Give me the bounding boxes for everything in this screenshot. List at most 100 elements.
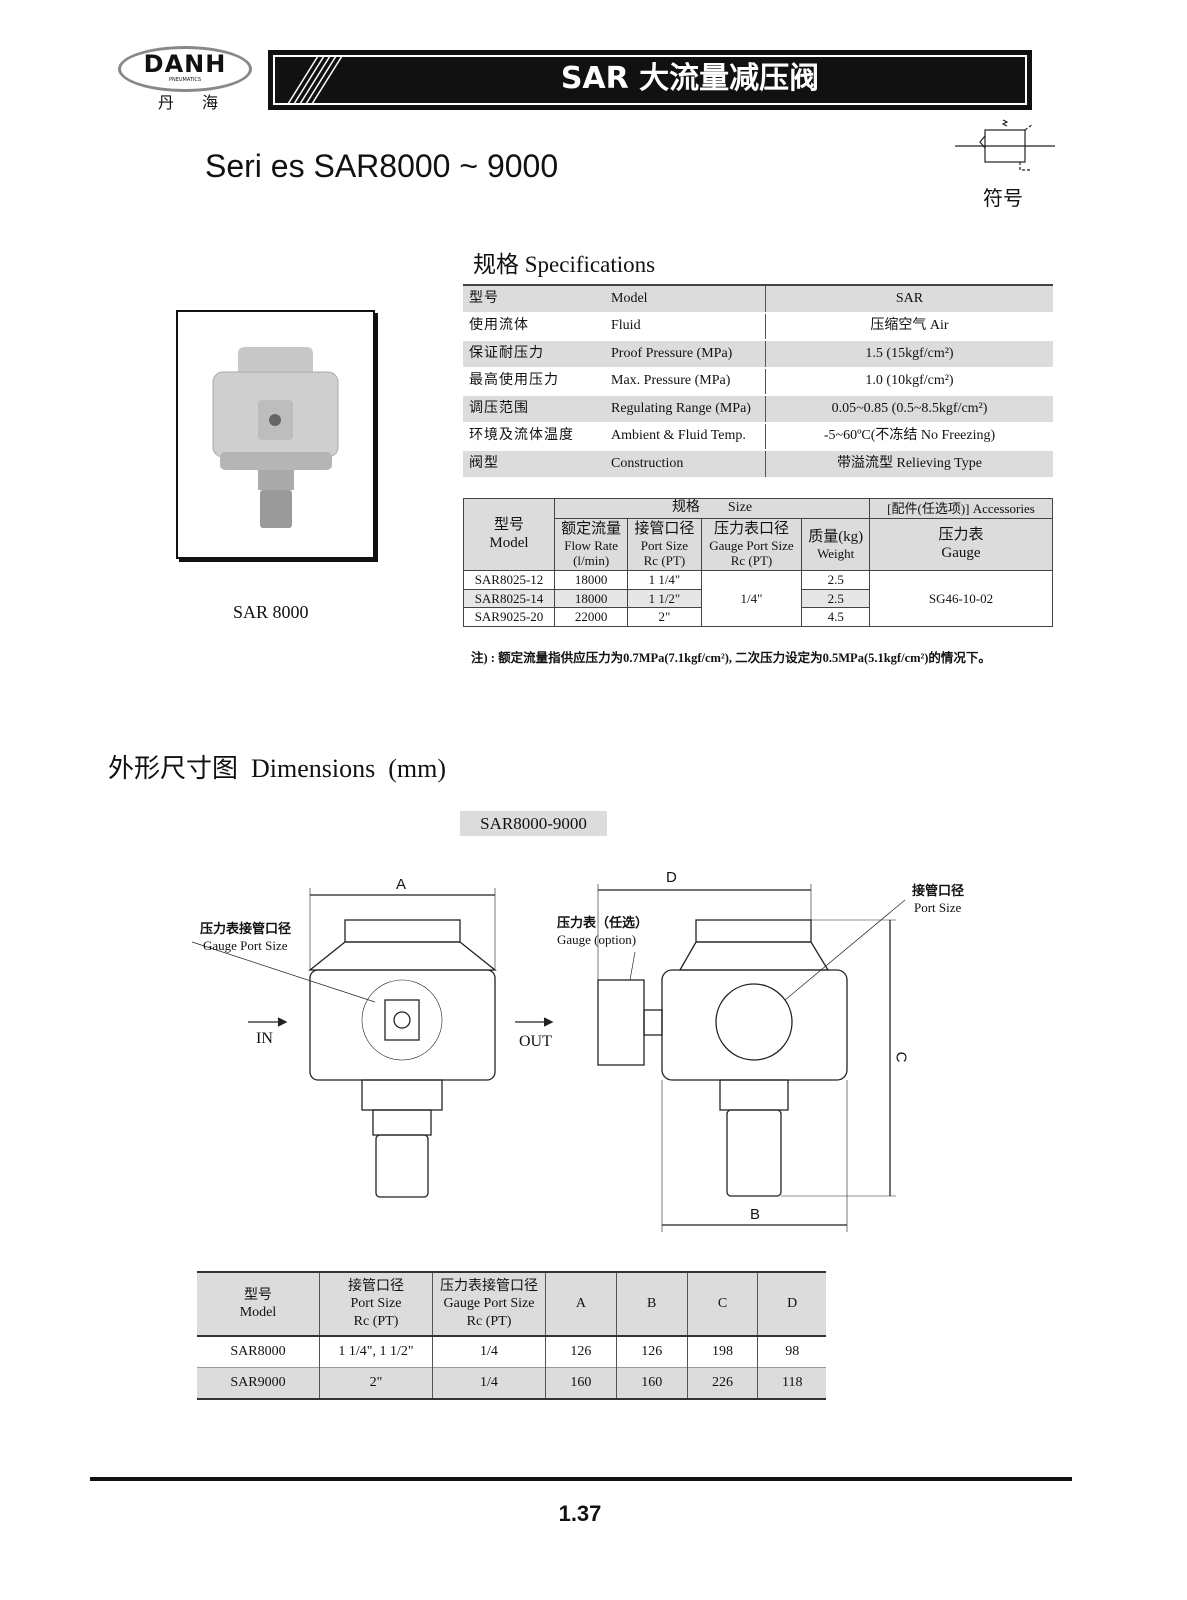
cell: 126 [545, 1336, 617, 1368]
header-cell: A [545, 1272, 617, 1337]
page-number: 1.37 [558, 1501, 602, 1526]
cell: 压缩空气 Air [765, 312, 1053, 341]
dim-label-d: D [666, 869, 677, 886]
cell: 1/4" [700, 569, 803, 627]
header-cell: Model [489, 535, 529, 552]
header-cell: 型号 [493, 517, 524, 534]
title-banner: SAR 大流量减压阀 [268, 50, 1032, 110]
cell: Construction [605, 450, 766, 479]
cell: Regulating Range (MPa) [605, 395, 766, 424]
footer-rule [90, 1477, 1072, 1481]
regulator-image [212, 347, 339, 528]
logo: DANH PNEUMATICS 丹 海 [118, 46, 254, 116]
cell: 1 1/4", 1 1/2" [319, 1336, 433, 1368]
label-in: IN [256, 1030, 273, 1047]
stripes-decoration [287, 56, 343, 104]
cell: Fluid [605, 312, 766, 341]
header-cell: 压力表口径 [713, 520, 789, 537]
header-cell: Rc (PT) [466, 1313, 512, 1329]
cell: 1 1/4" [627, 569, 702, 590]
cell: 最高使用压力 [463, 367, 605, 396]
regulator-symbol-icon [955, 119, 1055, 171]
cell: 型号 [463, 285, 605, 314]
cell: SAR9025-20 [463, 607, 555, 627]
label-out: OUT [519, 1033, 552, 1050]
header-cell: C [686, 1272, 758, 1337]
header-cell: 压力表接管口径 [440, 1278, 538, 1294]
footnote: 注) : 额定流量指供应压力为0.7MPa(7.1kgf/cm²), 二次压力设… [471, 651, 991, 665]
label-port-en: Port Size [914, 900, 962, 915]
logo-text: DANH [143, 50, 227, 78]
header-cell: B [615, 1272, 688, 1337]
dim-label-a: A [396, 876, 407, 893]
logo-subtitle: PNEUMATICS [168, 77, 202, 83]
cell: 2.5 [801, 588, 870, 609]
cell: SG46-10-02 [869, 569, 1053, 627]
cell: 1.5 (15kgf/cm²) [765, 340, 1053, 369]
cell: 带溢流型 Relieving Type [765, 450, 1053, 479]
cell: 1/4 [432, 1336, 546, 1368]
cell: SAR8025-14 [463, 588, 555, 609]
cell: 118 [757, 1367, 826, 1399]
cell: 126 [615, 1336, 688, 1368]
cell: 环境及流体温度 [463, 422, 605, 451]
header-cell: Rc (PT) [643, 553, 686, 569]
cell: 阀型 [463, 450, 605, 479]
gauge-option-label: 压力表（任选） Gauge (option) [557, 914, 648, 948]
header-cell: Port Size [350, 1296, 402, 1312]
header-cell: Flow Rate [564, 537, 619, 553]
header-cell: (l/min) [573, 553, 610, 569]
cell: 2" [627, 607, 702, 627]
cell: 160 [545, 1367, 617, 1399]
cell: 2.5 [801, 569, 870, 590]
label-port-cn: 接管口径 [912, 883, 965, 898]
header-cell: 接管口径 [348, 1278, 404, 1294]
cell: 226 [686, 1367, 758, 1399]
dimensions-title: 外形尺寸图 Dimensions (mm) [108, 754, 446, 783]
cell: 调压范围 [463, 395, 605, 424]
dim-label-c: C [892, 1051, 910, 1063]
cell: 2" [319, 1367, 433, 1399]
header-cell: Port Size [640, 537, 689, 553]
header-cell: Gauge Port Size [443, 1296, 535, 1312]
header-cell: 质量(kg) [808, 528, 864, 545]
cell: 1.0 (10kgf/cm²) [765, 367, 1053, 396]
cell: 18000 [553, 569, 629, 590]
header-cell: [配件(任选项)] Accessories [869, 498, 1053, 519]
label-gauge-port-en: Gauge Port Size [203, 938, 288, 953]
port-size-label: 接管口径 Port Size [912, 882, 964, 916]
header-cell: Rc (PT) [353, 1313, 399, 1329]
logo-chinese: 丹 海 [158, 95, 231, 112]
cell: 160 [615, 1367, 688, 1399]
product-photo [176, 310, 375, 559]
cell: Model [605, 285, 766, 314]
cell: 4.5 [801, 607, 870, 627]
dim-label-b: B [750, 1206, 761, 1223]
header-cell: Weight [817, 545, 855, 561]
header-cell: Rc (PT) [730, 553, 773, 569]
dimension-drawing [191, 884, 906, 1232]
cell: 0.05~0.85 (0.5~8.5kgf/cm²) [765, 395, 1053, 424]
cell: SAR9000 [197, 1367, 320, 1399]
header-cell: Model [239, 1305, 277, 1320]
cell: 1 1/2" [627, 588, 702, 609]
gauge-port-label: 压力表接管口径 Gauge Port Size [200, 920, 291, 954]
header-cell: 型号 [244, 1287, 272, 1303]
header-cell: 额定流量 [561, 520, 622, 537]
product-caption: SAR 8000 [233, 602, 309, 622]
cell: SAR [765, 285, 1053, 314]
header-cell: Gauge Port Size [709, 537, 794, 553]
